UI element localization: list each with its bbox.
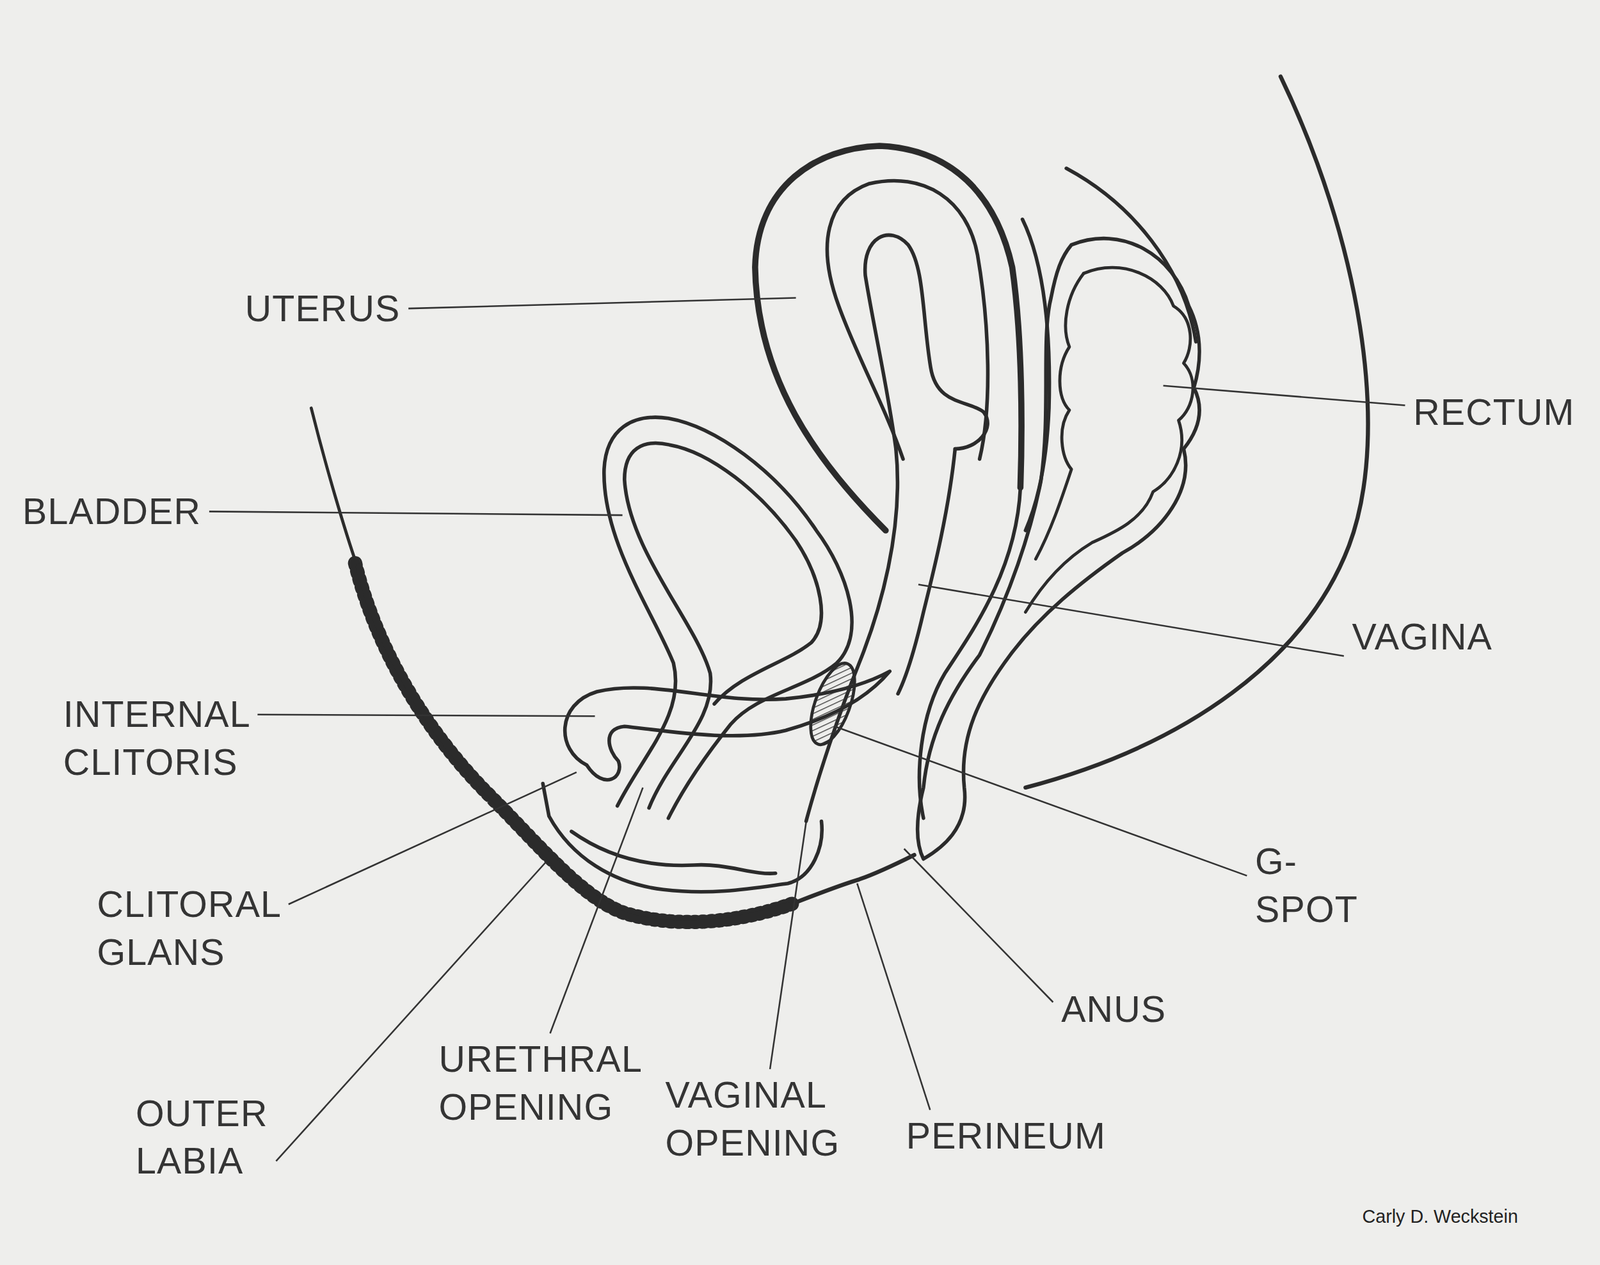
leader-line [1163,385,1406,406]
rectum-wall [1025,267,1193,612]
uterus-wall [826,181,988,460]
labia-line [542,783,822,892]
uterus-outline [755,145,1022,531]
leader-line [834,726,1247,876]
credit-text: Carly D. Weckstein [1362,1205,1519,1229]
bladder-wall [624,442,822,808]
part-label: INTERNAL CLITORIS [63,690,250,786]
back-curve [1025,76,1368,788]
leader-line [408,298,796,310]
part-label: UTERUS [245,284,401,333]
leader-line [550,787,644,1034]
leader-line [257,714,595,717]
uterine-cavity [865,234,988,449]
leader-lines [209,298,1406,1162]
part-label: G-SPOT [1255,837,1359,934]
rectum-wall [1035,273,1084,559]
skin-contour [355,563,915,923]
leader-line [769,822,806,1070]
leader-line [918,584,1344,657]
g-spot-area [801,657,864,751]
organ-outlines [311,76,1368,925]
peritoneum-line [1066,168,1196,342]
pubic-hair [355,563,792,923]
part-label: RECTUM [1413,388,1575,437]
part-label: ANUS [1061,985,1167,1034]
leader-line [856,883,930,1111]
part-label: BLADDER [22,487,201,536]
leader-line [209,511,623,516]
vagina-wall [919,487,1021,819]
part-label: VAGINAL OPENING [665,1071,841,1167]
abdomen-line [311,408,358,567]
leader-line [288,772,577,905]
part-label: CLITORAL GLANS [96,880,281,976]
bladder-outline [604,417,852,818]
part-label: PERINEUM [906,1112,1106,1161]
vagina-wall [897,449,955,695]
labia-line [571,831,776,874]
part-label: OUTER LABIA [135,1089,269,1186]
leader-line [904,849,1054,1003]
part-label: URETHRAL OPENING [439,1035,642,1131]
rectum-outline [917,238,1200,860]
pubic-hair [359,567,788,925]
part-label: VAGINA [1352,613,1493,662]
